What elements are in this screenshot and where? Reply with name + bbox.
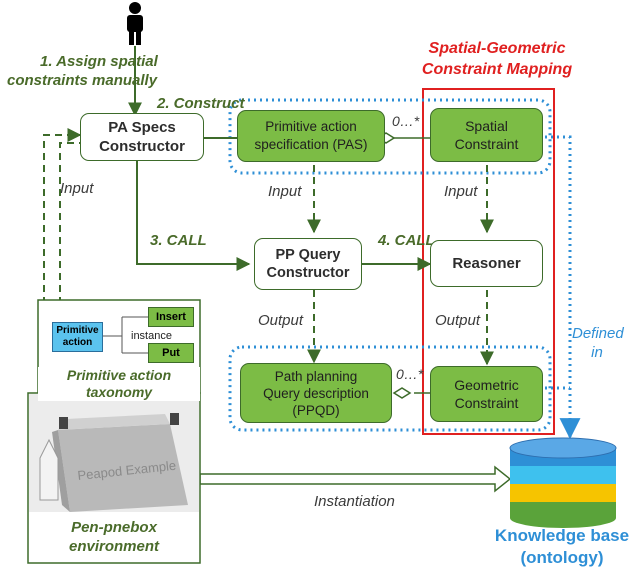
taxonomy-root-node: Primitive action [52,322,103,352]
taxonomy-put-node: Put [148,343,194,363]
defined-in-arrow [545,135,581,440]
taxonomy-instance-label: instance [131,330,172,342]
call-arrow-3 [136,160,251,271]
step-1-label-line1: 1. Assign spatial [40,53,158,70]
step-3-label: 3. CALL [150,232,207,249]
input-mid-label: Input [268,183,302,200]
instantiation-arrow [199,465,512,493]
spec-group-outline [228,98,552,175]
output-right-label: Output [435,312,481,329]
input-left-label: Input [60,180,94,197]
step-4-label: 4. CALL [378,232,435,249]
reasoner-box[interactable]: Reasoner [430,240,543,287]
step-2-label: 2. Construct [157,95,245,112]
output-mid-label: Output [258,312,304,329]
step-1-label-line2: constraints manually [7,72,158,89]
knowledge-base-label: Knowledge base(ontology) [494,526,630,567]
environment-render: Peapod Example [29,394,199,512]
knowledge-base-icon [509,437,617,528]
multiplicity-bottom: 0…* [396,366,424,382]
input-right-label: Input [444,183,478,200]
instantiation-label: Instantiation [314,493,395,510]
person-icon [127,2,143,45]
taxonomy-insert-node: Insert [148,307,194,327]
multiplicity-top: 0…* [392,113,420,129]
query-group-outline [228,345,552,432]
